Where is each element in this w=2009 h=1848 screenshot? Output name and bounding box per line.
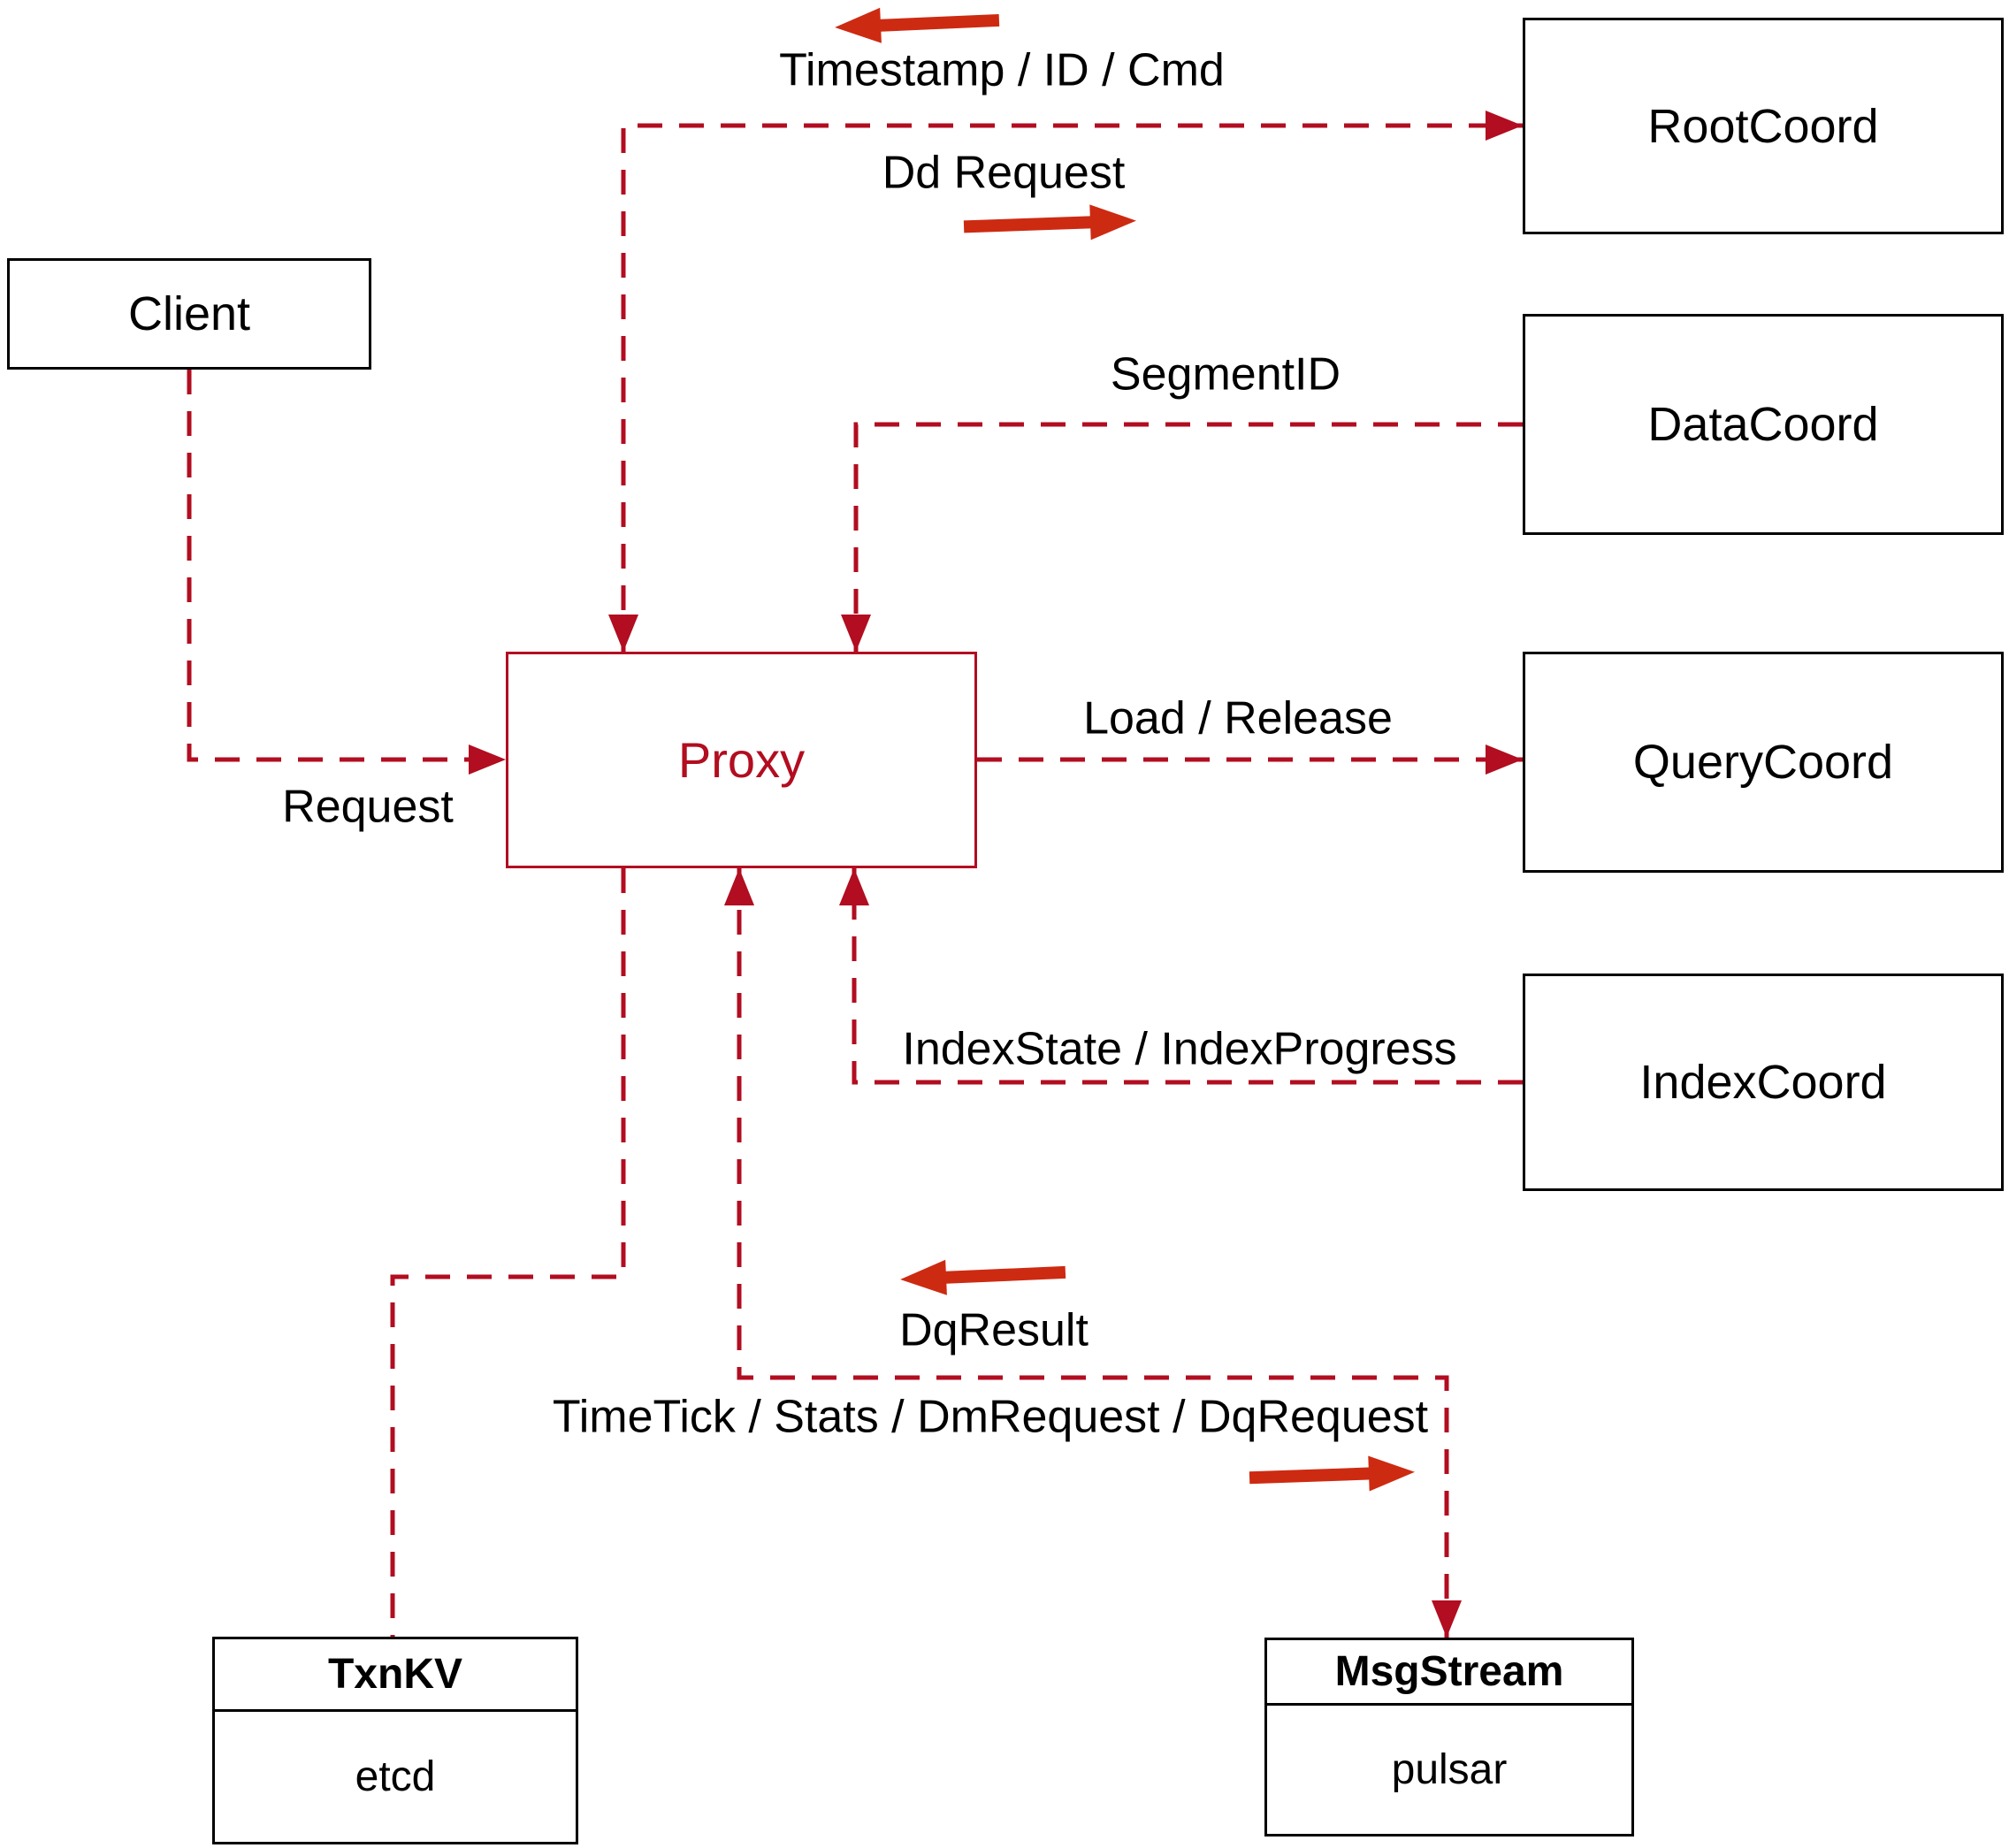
node-indexcoord: IndexCoord <box>1523 974 2004 1191</box>
arrowhead-right-proxy-left-icon <box>469 745 506 775</box>
arrowhead-right-querycoord-icon <box>1486 745 1523 775</box>
edge-label-dq-result: DqResult <box>899 1304 1089 1356</box>
arrowhead-up-proxy-bottom-center-icon <box>724 868 754 905</box>
edge-label-index-state-progress: IndexState / IndexProgress <box>902 1023 1457 1075</box>
node-client: Client <box>7 258 371 370</box>
edge-client-proxy <box>187 370 506 762</box>
node-proxy-label: Proxy <box>677 731 806 788</box>
node-datacoord: DataCoord <box>1523 314 2004 535</box>
edge-datacoord-proxy <box>853 422 1523 652</box>
edge-indexcoord-proxy <box>852 868 1523 1085</box>
node-txnkv: TxnKV etcd <box>212 1637 578 1844</box>
node-rootcoord-label: RootCoord <box>1647 99 1879 153</box>
arrowhead-up-proxy-bottom-right-icon <box>839 868 869 905</box>
edge-label-timetick-stats-dmrequest-dqrequest: TimeTick / Stats / DmRequest / DqRequest <box>552 1391 1429 1443</box>
arrowhead-right-rootcoord-icon <box>1486 111 1523 141</box>
edge-label-timestamp-id-cmd: Timestamp / ID / Cmd <box>779 44 1225 96</box>
node-msgstream-title: MsgStream <box>1267 1640 1631 1706</box>
node-msgstream: MsgStream pulsar <box>1264 1638 1634 1837</box>
edge-label-dd-request: Dd Request <box>882 147 1126 199</box>
node-rootcoord: RootCoord <box>1523 18 2004 234</box>
flow-direction-left-dqresult-icon <box>900 1259 1066 1295</box>
arrowhead-down-msgstream-icon <box>1432 1600 1462 1638</box>
arrowhead-down-proxy-top-right-icon <box>841 615 871 652</box>
node-indexcoord-label: IndexCoord <box>1639 1056 1887 1109</box>
flow-direction-right-timetick-icon <box>1249 1455 1415 1492</box>
node-querycoord: QueryCoord <box>1523 652 2004 873</box>
node-querycoord-label: QueryCoord <box>1632 736 1894 789</box>
edge-proxy-txnkv <box>390 868 626 1637</box>
node-client-label: Client <box>127 287 251 340</box>
flow-direction-right-ddrequest-icon <box>963 204 1136 241</box>
edge-proxy-rootcoord <box>621 123 1523 652</box>
flow-direction-left-top-icon <box>835 7 1000 43</box>
node-msgstream-subtitle: pulsar <box>1391 1746 1508 1793</box>
node-proxy: Proxy <box>506 652 977 868</box>
node-txnkv-subtitle: etcd <box>355 1753 436 1800</box>
node-txnkv-title: TxnKV <box>215 1639 576 1712</box>
edge-label-request: Request <box>282 781 454 833</box>
edge-proxy-msgstream <box>737 868 1449 1638</box>
arrowhead-down-proxy-top-left-icon <box>608 615 638 652</box>
edge-label-segment-id: SegmentID <box>1110 348 1341 401</box>
node-datacoord-label: DataCoord <box>1647 398 1879 451</box>
edge-label-load-release: Load / Release <box>1083 692 1393 745</box>
